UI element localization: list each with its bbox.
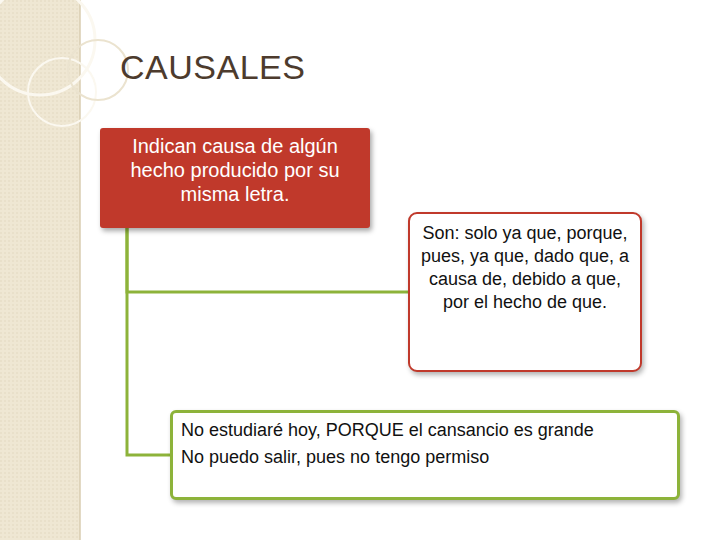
band-edge xyxy=(79,0,81,540)
deco-circle xyxy=(28,58,96,126)
tree-connector xyxy=(127,228,408,292)
slide-title: CAUSALES xyxy=(120,48,305,87)
box-text: Son: solo ya que, porque, pues, ya que, … xyxy=(420,222,630,314)
example-box: No estudiaré hoy, PORQUE el cansancio es… xyxy=(170,410,680,500)
definition-box: Indican causa de algún hecho producido p… xyxy=(100,128,370,228)
list-box: Son: solo ya que, porque, pues, ya que, … xyxy=(408,212,642,372)
tree-connector xyxy=(127,228,170,455)
box-text: Indican causa de algún hecho producido p… xyxy=(108,134,362,206)
side-band xyxy=(0,0,80,540)
deco-circle xyxy=(68,40,128,100)
box-text: No estudiaré hoy, PORQUE el cansancio es… xyxy=(181,419,669,442)
box-text: No puedo salir, pues no tengo permiso xyxy=(181,446,669,469)
deco-circle xyxy=(0,0,95,95)
